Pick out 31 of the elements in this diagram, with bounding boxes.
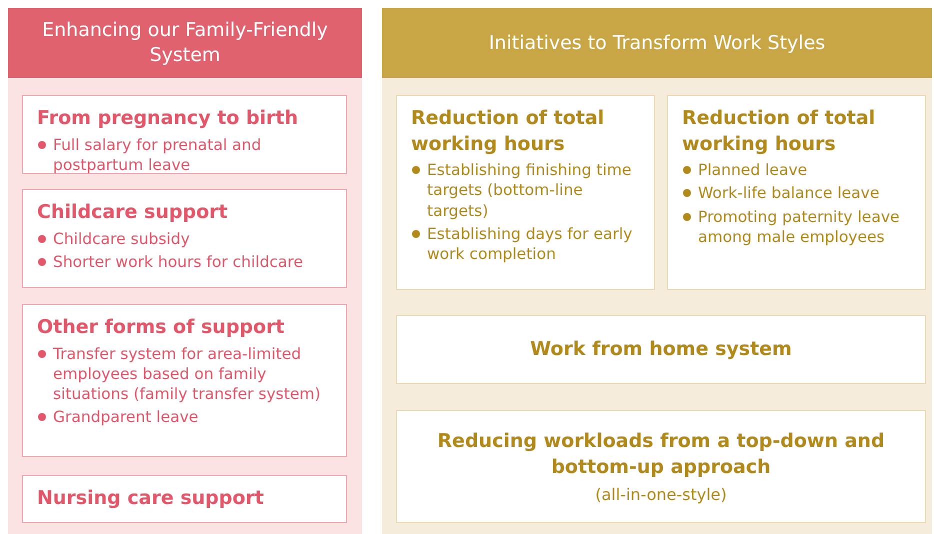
bullet-item: Establishing finishing time targets (bottom-line targets)	[411, 160, 640, 221]
panel-header: Enhancing our Family-Friendly System	[8, 8, 362, 78]
box-heading: Reduction of total working hours	[682, 106, 876, 157]
box-heading: Childcare support	[37, 200, 229, 225]
box-heading: Work from home system	[530, 336, 792, 362]
bullet-item: Full salary for prenatal and postpartum leave	[37, 134, 332, 175]
content-box	[667, 95, 926, 290]
bullet-item: Transfer system for area-limited employees based on family situations (family transfer system)	[37, 344, 332, 404]
content-box	[396, 410, 926, 523]
box-heading: Reduction of total working hours	[411, 106, 606, 157]
bullet-item: Work-life balance leave	[682, 183, 911, 204]
content-box	[22, 95, 347, 174]
box-heading: Nursing care support	[37, 486, 265, 511]
box-heading: Other forms of support	[37, 315, 286, 340]
panel-background	[8, 8, 362, 534]
content-box	[22, 304, 347, 457]
panel-header: Initiatives to Transform Work Styles	[382, 8, 932, 78]
box-subtitle: (all-in-one-style)	[595, 484, 727, 504]
panel-background	[382, 8, 932, 534]
bullet-item: Childcare subsidy	[37, 228, 332, 249]
content-box	[22, 475, 347, 523]
box-heading: From pregnancy to birth	[37, 106, 300, 131]
bullet-item: Shorter work hours for childcare	[37, 252, 332, 272]
box-heading: Reducing workloads from a top-down and bottom-up approach	[436, 429, 886, 480]
content-box	[396, 95, 655, 290]
bullet-item: Promoting paternity leave among male employees	[682, 206, 911, 247]
bullet-item: Establishing days for early work completion	[411, 224, 640, 264]
bullet-item: Grandparent leave	[37, 407, 332, 428]
content-box	[22, 189, 347, 288]
bullet-item: Planned leave	[682, 160, 911, 180]
content-box	[396, 315, 926, 384]
